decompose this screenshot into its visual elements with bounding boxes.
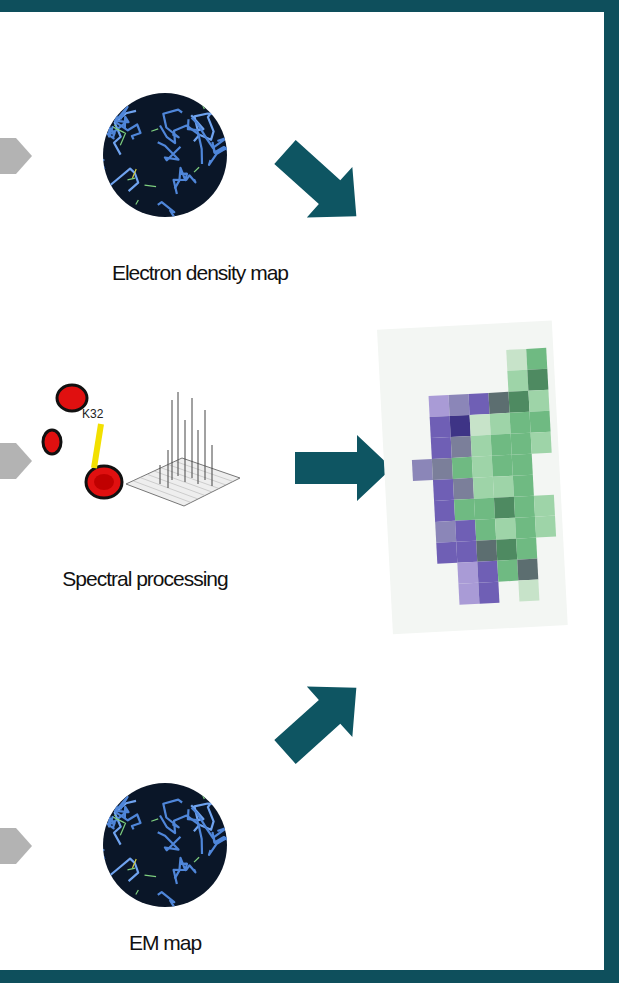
flow-arrow <box>262 127 379 242</box>
density-circle <box>103 93 227 217</box>
pixel-protein <box>377 321 568 635</box>
caption-node: Spectral processing <box>62 566 227 591</box>
residue-label: K32 <box>82 407 103 421</box>
em-circle <box>103 783 227 907</box>
flow-arrow <box>262 662 379 777</box>
input-arrow <box>0 138 32 174</box>
caption-text: EM map <box>129 930 201 955</box>
flow-arrow <box>295 435 392 501</box>
caption-text: Spectral processing <box>62 566 227 591</box>
caption-node: Electron density map <box>112 260 288 285</box>
caption-node: EM map <box>129 930 201 955</box>
caption-text: Electron density map <box>112 260 288 285</box>
input-arrow <box>0 443 32 479</box>
spectrum-figure <box>43 385 240 506</box>
input-arrow <box>0 828 32 864</box>
